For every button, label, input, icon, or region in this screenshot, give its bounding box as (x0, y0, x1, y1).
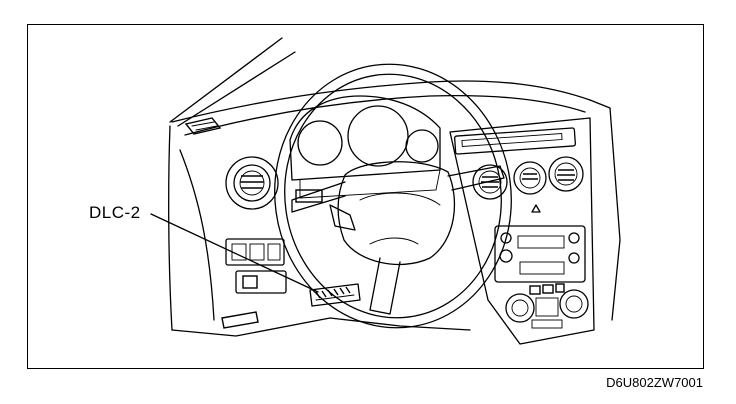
left-side-vent (184, 117, 222, 135)
windshield-lines (169, 37, 296, 127)
callout-leader-line (150, 213, 319, 293)
dashboard-top-contour (171, 80, 621, 321)
switch-panel (225, 238, 287, 294)
center-console (449, 117, 595, 345)
instrument-cluster (289, 95, 441, 203)
lower-dash-edge (329, 317, 471, 331)
steering-wheel (274, 63, 512, 329)
figure-frame (27, 24, 704, 369)
callout-label-dlc2: DLC-2 (89, 203, 141, 222)
left-round-vent (225, 156, 279, 210)
figure-code: D6U802ZW7001 (606, 375, 703, 390)
dlc2-connector (309, 283, 361, 307)
